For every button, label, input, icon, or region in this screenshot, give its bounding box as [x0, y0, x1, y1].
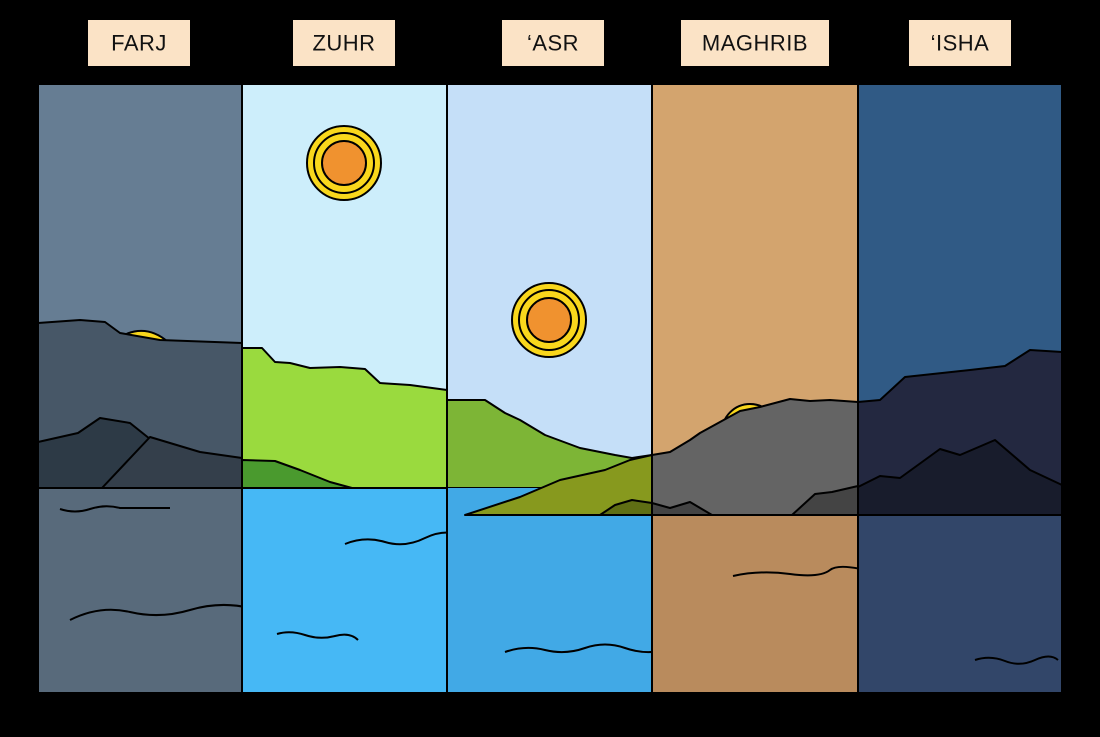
panel-asr — [446, 84, 706, 693]
label-text: ZUHR — [312, 31, 375, 56]
panel-zuhr — [241, 84, 566, 693]
panel-isha — [857, 84, 1063, 693]
sun-icon — [306, 125, 382, 201]
label-farj: FARJ — [88, 20, 190, 66]
wave — [974, 655, 1059, 665]
wave — [504, 643, 706, 654]
label-box — [88, 20, 190, 66]
panel-farj — [37, 84, 316, 693]
label-box — [909, 20, 1011, 66]
label-asr: ‘ASR — [502, 20, 604, 66]
label-isha: ‘ISHA — [909, 20, 1011, 66]
panel-maghrib — [651, 84, 982, 693]
water — [242, 488, 447, 693]
label-text: FARJ — [111, 31, 167, 56]
label-text: ‘ASR — [527, 31, 579, 56]
label-zuhr: ZUHR — [293, 20, 395, 66]
panel-grid — [37, 83, 1063, 694]
water — [652, 515, 858, 693]
label-text: MAGHRIB — [702, 31, 808, 56]
label-box — [293, 20, 395, 66]
label-text: ‘ISHA — [931, 31, 990, 56]
wave — [59, 505, 170, 513]
water — [38, 488, 242, 693]
label-box — [502, 20, 604, 66]
label-box — [681, 20, 829, 66]
sun-icon — [511, 282, 587, 358]
label-maghrib: MAGHRIB — [681, 20, 829, 66]
wave — [276, 631, 359, 641]
water — [858, 515, 1062, 693]
water — [447, 488, 652, 693]
